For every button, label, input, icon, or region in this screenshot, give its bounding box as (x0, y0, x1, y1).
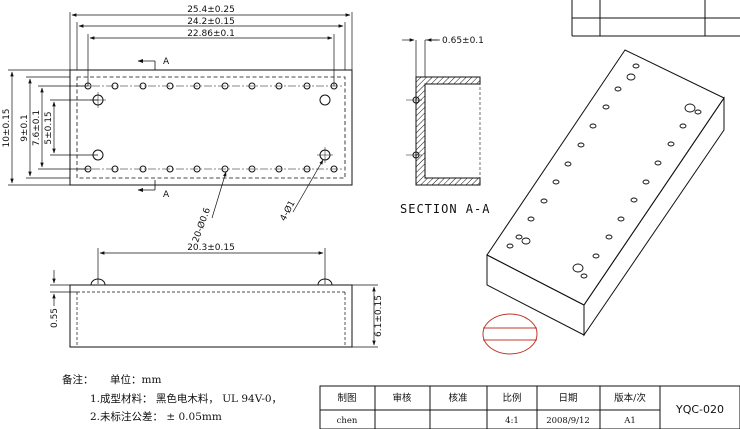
leader-pins (211, 171, 227, 219)
tb-value-drawn: chen (337, 416, 358, 426)
label-callout-pins: 20-Ø0.6 (190, 206, 213, 244)
label-side-left: 0.55 (50, 308, 60, 328)
label-dim-height: 10±0.15 (2, 108, 12, 147)
side-body (69, 284, 353, 348)
isometric-view (486, 49, 725, 337)
iso-holes (506, 63, 702, 279)
revision-table (571, 0, 740, 37)
top-view (8, 12, 353, 219)
section-view (402, 38, 481, 186)
part-number: YQC-020 (675, 403, 724, 416)
label-callout-holes: 4-Ø1 (278, 199, 298, 223)
title-block (319, 385, 740, 429)
label-dim-7-6: 7.6±0.1 (32, 110, 42, 146)
iso-front-face (486, 254, 585, 336)
tb-header-check: 审核 (392, 392, 412, 404)
inner-outline (76, 76, 346, 179)
label-dim-9: 9±0.1 (20, 114, 30, 142)
label-wall-thickness: 0.65±0.1 (442, 36, 484, 46)
label-section-mark-bottom: A (163, 190, 170, 200)
notes-heading: 备注： (62, 373, 94, 386)
iso-top-face (486, 49, 725, 306)
tb-value-date: 2008/9/12 (546, 416, 590, 426)
mounting-holes (92, 94, 331, 161)
tb-header-version: 版本/次 (614, 392, 646, 404)
tb-header-approve: 核准 (448, 392, 468, 404)
projection-symbol (482, 313, 538, 355)
leader-holes (292, 159, 324, 213)
section-title: SECTION A-A (400, 202, 490, 216)
label-side-right: 6.1±0.15 (374, 295, 384, 337)
tb-value-version: A1 (623, 416, 636, 426)
label-side-span: 20.3±0.15 (187, 243, 235, 253)
notes-item-2: 2.未标注公差： ± 0.05mm (90, 410, 222, 423)
label-dim-inner: 24.2±0.15 (187, 17, 235, 27)
label-dim-overall: 25.4±0.25 (187, 5, 235, 15)
label-section-mark-top: A (163, 57, 170, 67)
side-view (50, 248, 378, 348)
section-profile (415, 76, 481, 186)
tb-header-drawn: 制图 (337, 392, 356, 404)
notes-item-1: 1.成型材料： 黑色电木料， UL 94V-0， (90, 392, 282, 405)
label-dim-5: 5±0.15 (44, 111, 54, 144)
label-dim-pitch: 22.86±0.1 (187, 29, 235, 39)
iso-right-face (583, 96, 725, 337)
tb-header-scale: 比例 (502, 392, 521, 404)
tb-header-date: 日期 (558, 393, 577, 404)
outer-outline (69, 69, 353, 186)
notes-unit: 单位：mm (110, 373, 161, 386)
tb-value-scale: 4:1 (505, 416, 519, 426)
